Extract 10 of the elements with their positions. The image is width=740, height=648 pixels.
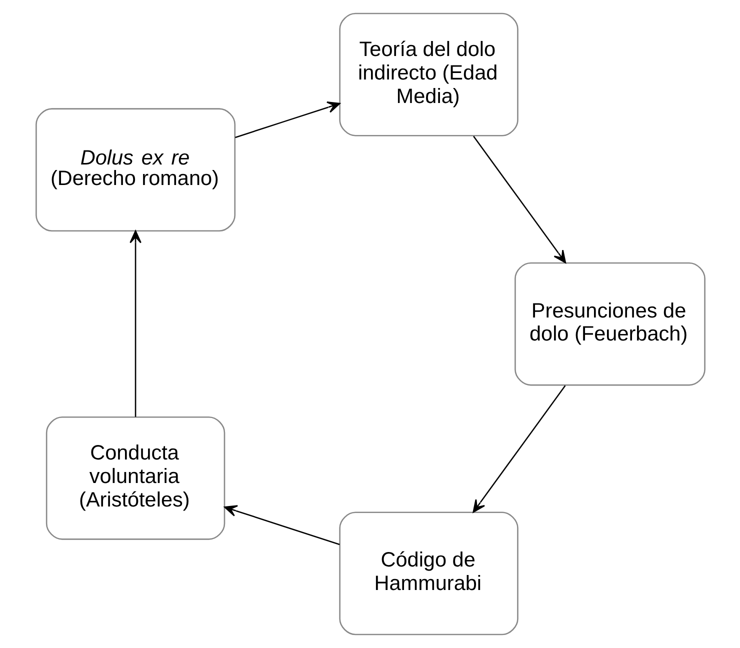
node-box: Teoría del dolo indirecto (Edad Media) [338, 12, 518, 136]
arrow [472, 385, 566, 513]
arrow [472, 136, 566, 264]
node-box: Presunciones de dolo (Feuerbach) [514, 262, 705, 386]
arrow [129, 230, 141, 417]
node-box: Conducta voluntaria (Aristóteles) [45, 416, 225, 540]
node-box: Código de Hammurabi [338, 512, 518, 636]
arrow [224, 505, 340, 546]
node-box: Dolus ex re (Derecho romano) [35, 108, 236, 232]
arrow [234, 101, 340, 138]
